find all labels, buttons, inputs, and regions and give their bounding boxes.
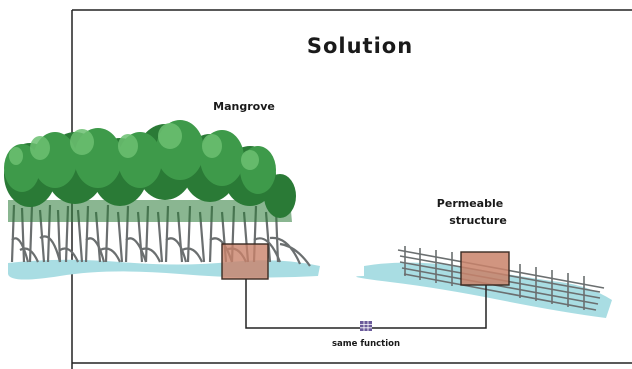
structure-highlight-box — [460, 251, 510, 286]
same-function-label: same function — [332, 339, 400, 349]
mangrove-highlight-box — [221, 243, 269, 280]
grid-icon — [360, 321, 372, 331]
permeable-label: Permeable — [437, 197, 503, 210]
diagram-title: Solution — [307, 34, 413, 58]
mangrove-water — [8, 259, 320, 280]
mangrove-label: Mangrove — [213, 100, 275, 113]
mangrove-forest-illustration — [4, 120, 320, 280]
structure-label: structure — [449, 214, 507, 227]
